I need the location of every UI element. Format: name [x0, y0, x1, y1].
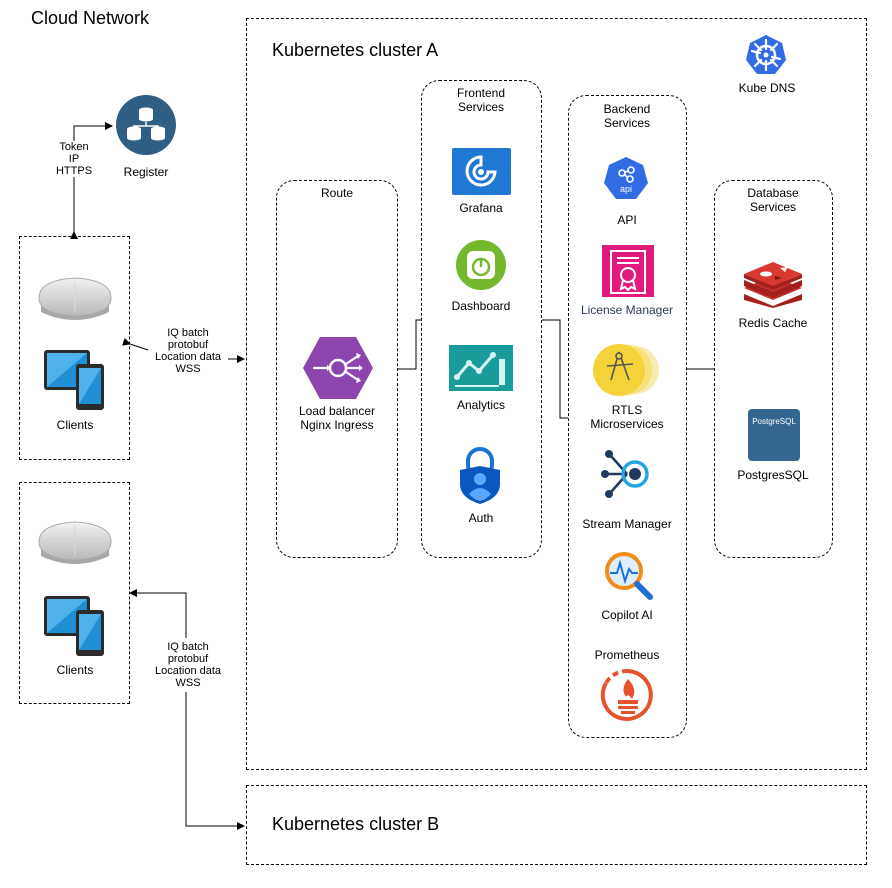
prometheus-label: Prometheus [594, 648, 660, 662]
redis-cache-label: Redis Cache [738, 316, 808, 330]
diagram-title: Cloud Network [31, 8, 150, 28]
database-register-icon [116, 95, 176, 155]
tablet-phone-icon [44, 350, 104, 410]
route-group [276, 180, 398, 558]
frontend-backend-link [542, 319, 568, 419]
cluster-a-title: Kubernetes cluster A [272, 40, 439, 60]
clients-2-label: Clients [56, 663, 94, 677]
route-frontend-link [398, 319, 422, 370]
cluster-b-title: Kubernetes cluster B [272, 814, 440, 834]
auth-user-icon [460, 447, 500, 504]
database-group [714, 180, 833, 558]
postgres-label: PostgresSQL [737, 468, 809, 482]
copilot-ai-icon [605, 552, 653, 600]
access-point-icon [38, 521, 112, 564]
clients-group-2 [19, 482, 130, 704]
load-balancer-label: Load balancer Nginx Ingress [298, 404, 376, 432]
copilot-ai-label: Copilot AI [601, 608, 653, 622]
license-manager-label: License Manager [580, 303, 674, 317]
nginx-load-balancer-icon [303, 337, 373, 399]
clients-1-link-label: IQ batch protobuf Location data WSS [154, 327, 222, 375]
register-link-label: Token IP HTTPS [55, 141, 93, 177]
redis-icon [744, 262, 802, 308]
stream-manager-icon [601, 450, 649, 498]
access-point-icon [38, 277, 112, 320]
license-icon [602, 245, 654, 297]
tablet-phone-icon [44, 596, 104, 656]
stream-manager-label: Stream Manager [582, 517, 672, 531]
clients-1-label: Clients [56, 418, 94, 432]
analytics-label: Analytics [456, 398, 506, 412]
grafana-icon [452, 148, 511, 195]
prometheus-icon [600, 668, 653, 721]
rtls-label: RTLS Microservices [590, 403, 664, 431]
api-icon: api [604, 157, 648, 199]
clients-2-link-label: IQ batch protobuf Location data WSS [154, 641, 222, 689]
clients2-link-bottom [185, 692, 245, 830]
grafana-label: Grafana [459, 201, 503, 215]
register-label: Register [123, 165, 169, 179]
frontend-title: Frontend Services [456, 86, 506, 114]
analytics-icon [449, 345, 513, 391]
postgres-icon: PostgreSQL [748, 409, 800, 461]
route-title: Route [320, 186, 354, 200]
cluster-b-box [246, 785, 867, 865]
dashboard-icon [456, 240, 506, 290]
backend-title: Backend Services [603, 102, 651, 130]
backend-group [568, 95, 687, 738]
cluster-a-box [246, 18, 867, 770]
postgres-icon-text: PostgreSQL [752, 417, 796, 426]
register-link [70, 122, 113, 239]
dashboard-label: Dashboard [451, 299, 511, 313]
api-label: API [617, 213, 637, 227]
rtls-icon [593, 344, 659, 396]
clients2-link-top [129, 589, 187, 638]
kubernetes-icon [746, 35, 786, 74]
frontend-group [421, 80, 542, 558]
auth-label: Auth [468, 511, 494, 525]
api-icon-text: api [620, 184, 632, 194]
clients1-link [122, 337, 149, 351]
clients-group-1 [19, 236, 130, 460]
database-title: Database Services [747, 186, 799, 214]
kube-dns-label: Kube DNS [738, 81, 796, 95]
